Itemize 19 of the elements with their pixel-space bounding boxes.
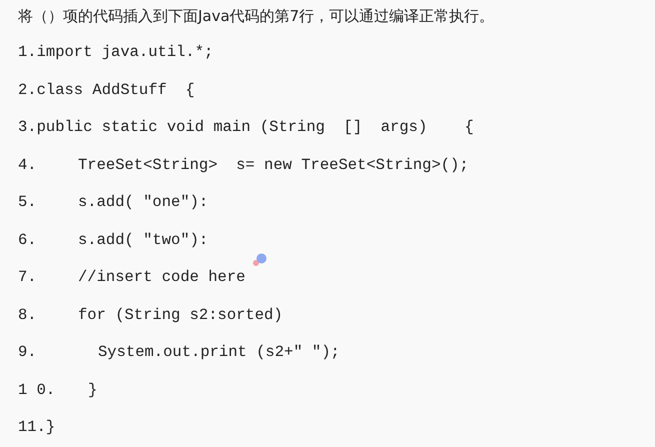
code-line: 2.class AddStuff { — [18, 80, 195, 98]
code-line: //insert code here — [78, 268, 246, 286]
line-number: 9. — [18, 343, 37, 361]
question-text: 将（）项的代码插入到下面Java代码的第7行，可以通过编译正常执行。 — [18, 7, 494, 26]
code-line: 11.} — [18, 418, 56, 436]
code-line: System.out.print (s2+″ ″); — [98, 343, 340, 361]
code-line: 1.import java.util.*; — [18, 43, 214, 61]
line-number: 1 0. — [18, 380, 56, 398]
code-line: for (String s2:sorted) — [78, 306, 283, 324]
line-number: 4. — [18, 156, 37, 174]
line-number: 7. — [18, 268, 37, 286]
code-line: } — [88, 380, 98, 398]
code-line: s.add( ″one″): — [78, 193, 208, 211]
code-line: TreeSet<String> s= new TreeSet<String>(); — [78, 156, 469, 174]
line-number: 6. — [18, 230, 37, 248]
code-line: 3.public static void main (String [] args) { — [18, 118, 474, 136]
line-number: 8. — [18, 306, 37, 324]
code-line: s.add( ″two″): — [78, 230, 208, 248]
line-number: 5. — [18, 193, 37, 211]
